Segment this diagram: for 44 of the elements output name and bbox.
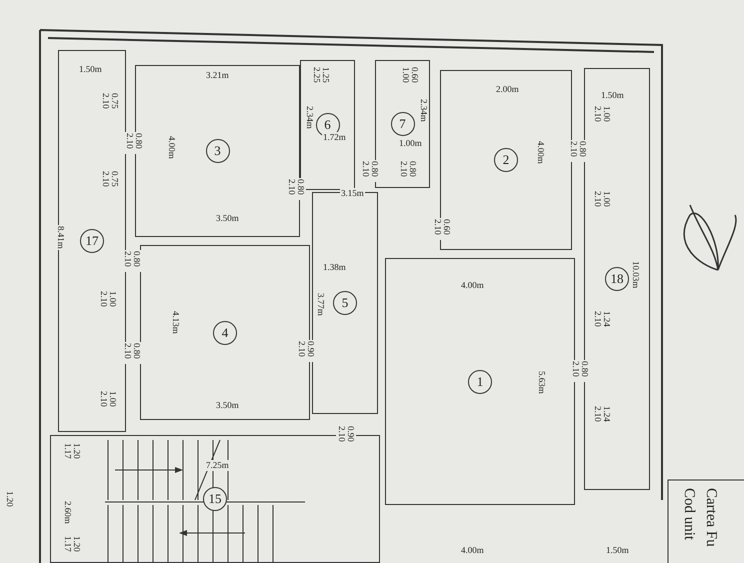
opening-size-label: 0.60 2.10 bbox=[432, 218, 452, 240]
dimension-label: 10.03m bbox=[630, 260, 641, 290]
dimension-label: 2.00m bbox=[495, 84, 520, 95]
opening-size-label: 0.80 2.10 bbox=[360, 160, 380, 182]
opening-size-label: 0.80 2.10 bbox=[124, 132, 144, 154]
dimension-label: 3.15m bbox=[340, 188, 365, 199]
dimension-label: 3.50m bbox=[215, 213, 240, 224]
dimension-label: 3.21m bbox=[205, 70, 230, 81]
dimension-label: 2.34m bbox=[304, 105, 315, 130]
dimension-label: 4.00m bbox=[166, 135, 177, 160]
dimension-label: 7.25m bbox=[205, 460, 230, 471]
dimension-label: 3.77m bbox=[315, 292, 326, 317]
dimension-label: 1.20 bbox=[4, 490, 15, 508]
room-number: 5 bbox=[333, 291, 357, 315]
opening-size-label: 0.80 2.10 bbox=[570, 360, 590, 382]
dimension-label: 2.60m bbox=[62, 500, 73, 525]
title-block-text: Cartea Fu bbox=[702, 488, 719, 547]
room-number: 1 bbox=[468, 370, 492, 394]
opening-size-label: 0.90 2.10 bbox=[296, 340, 316, 362]
room-number: 18 bbox=[605, 267, 629, 291]
dimension-label: 2.34m bbox=[418, 98, 429, 123]
dimension-label: 1.50m bbox=[605, 545, 630, 556]
room-number: 15 bbox=[203, 487, 227, 511]
room-number: 4 bbox=[213, 320, 237, 344]
dimension-label: 4.00m bbox=[535, 140, 546, 165]
room-number: 17 bbox=[80, 229, 104, 253]
dimension-label: 1.38m bbox=[322, 262, 347, 273]
dimension-label: 1.50m bbox=[78, 64, 103, 75]
dimension-label: 1.50m bbox=[600, 90, 625, 101]
dimension-label: 5.63m bbox=[536, 370, 547, 395]
dimension-label: 3.50m bbox=[215, 400, 240, 411]
dimension-label: 4.13m bbox=[170, 310, 181, 335]
room-number: 3 bbox=[206, 139, 230, 163]
dimension-label: 1.00m bbox=[398, 138, 423, 149]
opening-size-label: 0.80 2.10 bbox=[568, 140, 588, 162]
room-number: 2 bbox=[494, 148, 518, 172]
opening-size-label: 0.80 2.10 bbox=[122, 342, 142, 364]
dimension-label: 4.00m bbox=[460, 280, 485, 291]
dimension-label: 4.00m bbox=[460, 545, 485, 556]
room-number: 7 bbox=[390, 112, 414, 136]
opening-size-label: 0.80 2.10 bbox=[286, 178, 306, 200]
title-block-text: Cod unit bbox=[680, 488, 697, 540]
dimension-label: 8.41m bbox=[55, 225, 66, 250]
opening-size-label: 0.80 2.10 bbox=[122, 250, 142, 272]
